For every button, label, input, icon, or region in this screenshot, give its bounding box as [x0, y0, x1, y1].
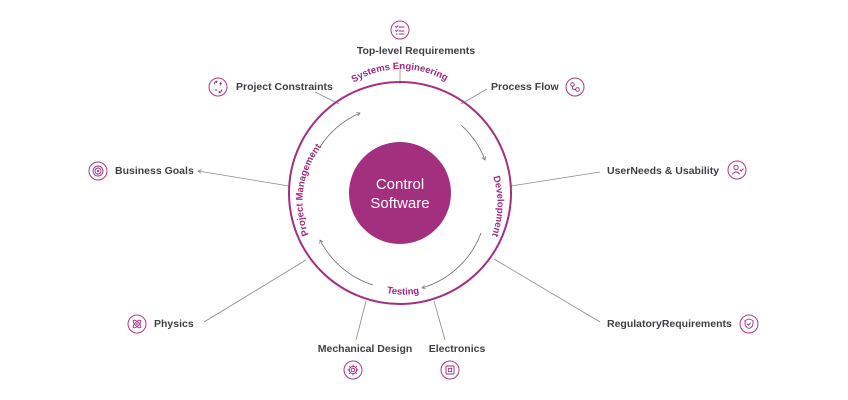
center-circle	[349, 142, 451, 244]
center-title-line2: Software	[370, 195, 429, 212]
label-physics: Physics	[154, 318, 194, 330]
connector-physics	[203, 259, 307, 323]
cycle-arrow-pm-to-se	[319, 112, 361, 148]
target-icon	[88, 161, 108, 181]
gear-icon	[343, 360, 363, 380]
label-user-needs-usability: UserNeeds & Usability	[607, 165, 719, 177]
connector-process-flow	[460, 88, 488, 105]
cycle-arrow-test-to-pm	[319, 239, 374, 286]
node-regulatory-requirements: RegulatoryRequirements	[607, 314, 759, 334]
connector-business-goals	[197, 169, 290, 187]
label-mechanical-design: Mechanical Design	[318, 343, 413, 355]
checklist-icon	[390, 20, 410, 40]
node-process-flow: Process Flow	[491, 77, 585, 97]
node-physics: Physics	[127, 314, 194, 334]
node-mechanical-design: Mechanical Design	[318, 343, 413, 380]
connector-user-needs	[510, 171, 601, 187]
cycle-arrows	[319, 112, 486, 290]
connectors	[197, 64, 601, 341]
ring-label-development: Development	[489, 175, 506, 239]
process-flow-icon	[565, 77, 585, 97]
label-regulatory-requirements: RegulatoryRequirements	[607, 318, 732, 330]
cycle-arrow-dev-to-test	[421, 232, 482, 290]
node-project-constraints: Project Constraints	[208, 77, 333, 97]
label-electronics: Electronics	[429, 343, 486, 355]
connector-electronics	[433, 300, 446, 341]
ring-label-project-management: Project Management	[294, 141, 324, 237]
chip-icon	[440, 360, 460, 380]
user-icon	[727, 160, 747, 180]
node-electronics: Electronics	[429, 343, 486, 380]
node-user-needs-usability: UserNeeds & Usability	[607, 160, 747, 180]
center-title-line1: Control	[376, 176, 424, 193]
shield-icon	[739, 314, 759, 334]
node-top-level-requirements: Top-level Requirements	[357, 20, 475, 57]
ring-label-testing: Testing	[386, 285, 420, 298]
cycle-arrow-se-to-dev	[460, 124, 486, 161]
label-process-flow: Process Flow	[491, 81, 560, 93]
process-ring	[288, 81, 512, 305]
label-top-level-requirements: Top-level Requirements	[357, 45, 475, 57]
node-business-goals: Business Goals	[88, 161, 194, 181]
label-business-goals: Business Goals	[115, 165, 194, 177]
connector-mechanical	[355, 300, 367, 341]
label-project-constraints: Project Constraints	[236, 81, 333, 93]
connector-regulatory	[493, 258, 601, 323]
constraints-icon	[208, 77, 228, 97]
atom-icon	[127, 314, 147, 334]
